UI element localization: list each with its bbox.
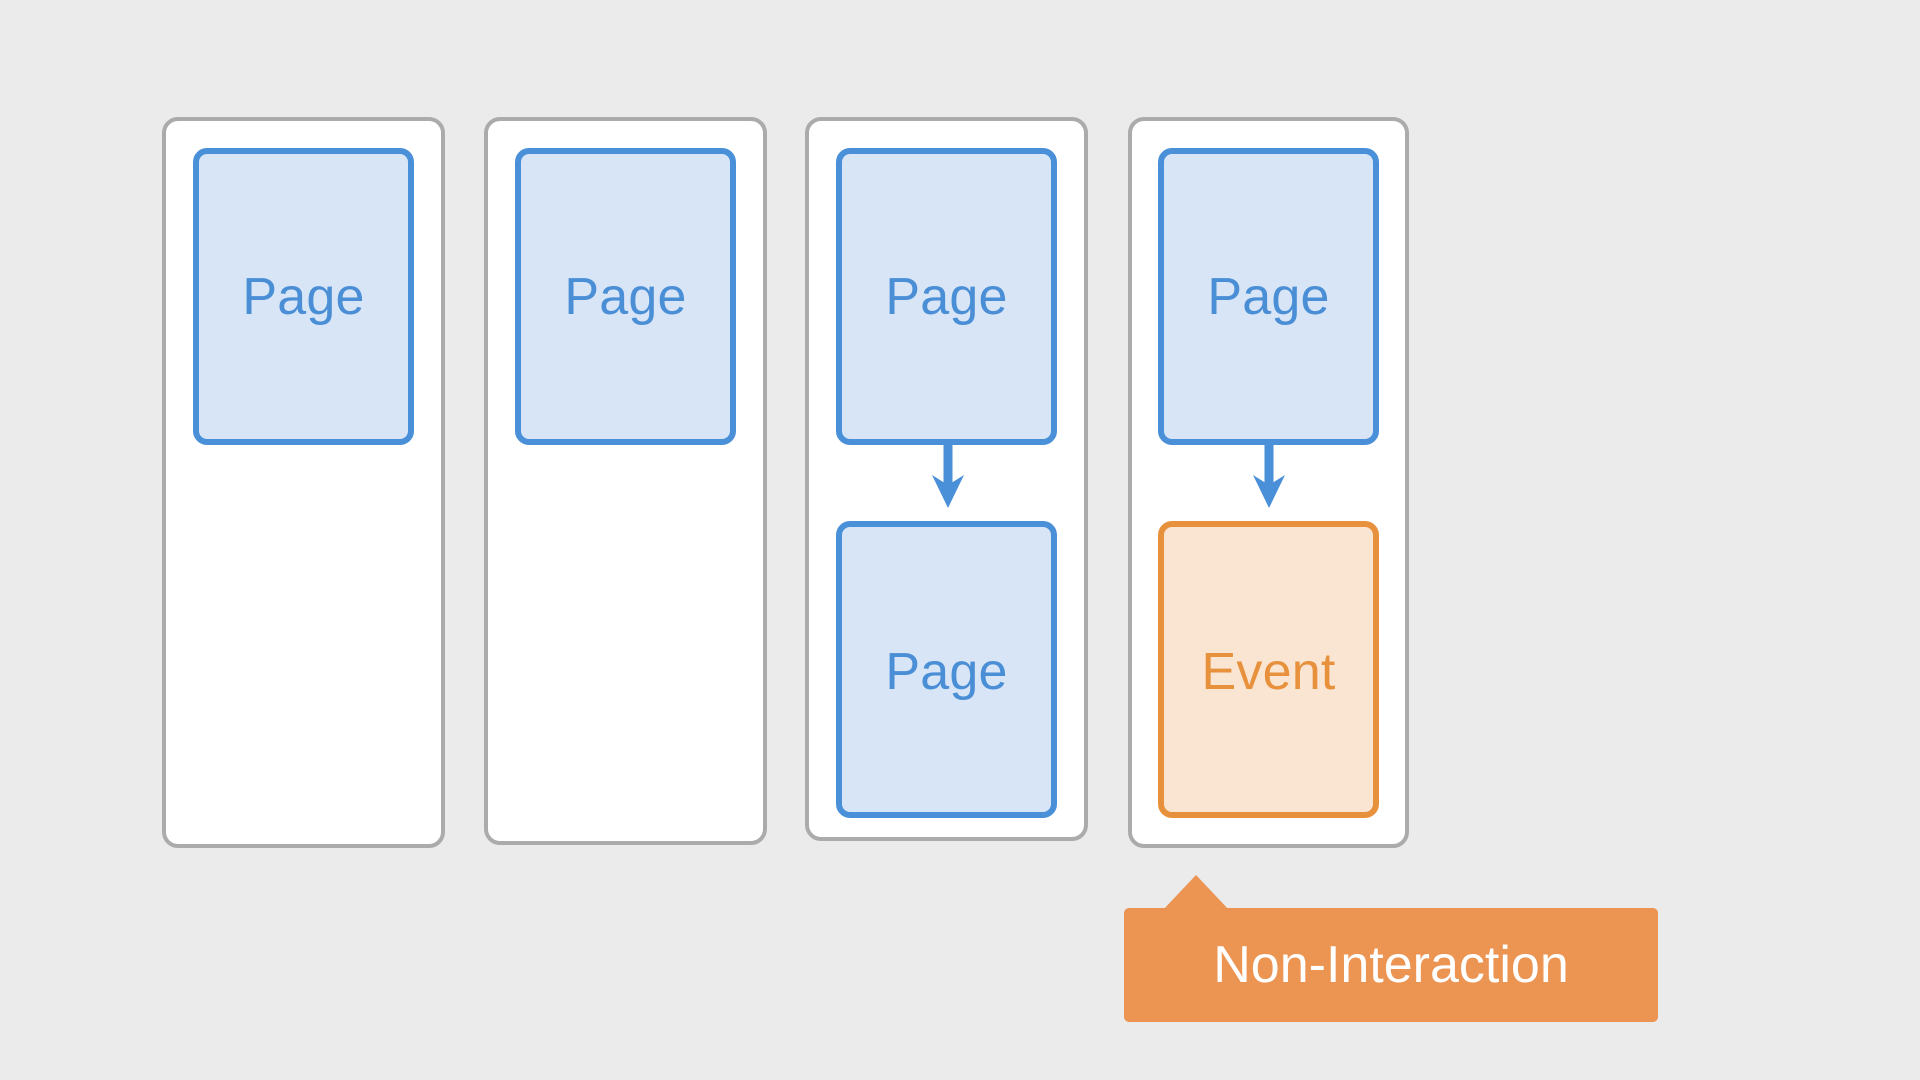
page-node-c1-n1[interactable]: Page — [193, 148, 414, 445]
page-node-label: Page — [564, 267, 687, 326]
event-node-c4-n2[interactable]: Event — [1158, 521, 1379, 818]
event-node-label: Event — [1201, 642, 1336, 701]
callout-pointer-icon — [1162, 875, 1230, 911]
page-node-label: Page — [885, 642, 1008, 701]
page-node-c2-n1[interactable]: Page — [515, 148, 736, 445]
flow-arrow-c4-a1 — [1253, 442, 1285, 508]
page-node-label: Page — [242, 267, 365, 326]
page-node-c3-n2[interactable]: Page — [836, 521, 1057, 818]
page-node-label: Page — [885, 267, 1008, 326]
page-node-c4-n1[interactable]: Page — [1158, 148, 1379, 445]
flow-arrow-c3-a1 — [932, 442, 964, 508]
non-interaction-callout[interactable]: Non-Interaction — [1124, 908, 1658, 1022]
page-node-label: Page — [1207, 267, 1330, 326]
page-node-c3-n1[interactable]: Page — [836, 148, 1057, 445]
callout-label: Non-Interaction — [1213, 936, 1569, 994]
